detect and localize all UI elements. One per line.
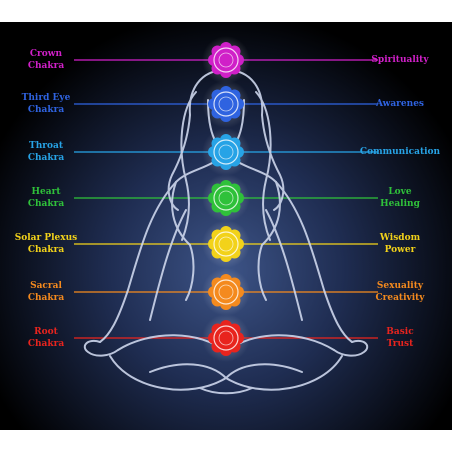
throat-chakra-symbol [202, 128, 250, 176]
root-chakra-symbol [202, 314, 250, 362]
root-right-text: Trust [386, 339, 414, 349]
throat-meaning-label: Communication [352, 146, 448, 158]
solar-plexus-right-text: Wisdom [379, 233, 421, 243]
heart-right-text: Love [388, 187, 412, 197]
third-eye-chakra-symbol [202, 80, 250, 128]
crown-left-text: Chakra [27, 61, 65, 71]
solar-plexus-chakra-symbol [202, 220, 250, 268]
third-eye-right-text: Awarenes [375, 99, 424, 109]
solar-plexus-left-text: Solar Plexus [14, 233, 78, 243]
root-right-text: Basic [386, 327, 414, 337]
heart-right-text: Healing [380, 199, 420, 209]
heart-chakra-symbol [202, 174, 250, 222]
third-eye-meaning-label: Awarenes [352, 98, 448, 110]
throat-left-text: Throat [29, 141, 63, 151]
crown-left-text: Crown [29, 49, 63, 59]
crown-chakra-symbol [202, 36, 250, 84]
meditating-figure-outline [83, 69, 369, 395]
crown-right-text: Spirituality [371, 55, 429, 65]
sacral-right-text: Creativity [375, 293, 425, 303]
third-eye-left-text: Third Eye [21, 93, 71, 103]
solar-plexus-left-text: Chakra [27, 245, 65, 255]
throat-right-text: Communication [359, 147, 441, 157]
root-left-text: Chakra [27, 339, 65, 349]
crown-meaning-label: Spirituality [352, 54, 448, 66]
sacral-left-text: Chakra [27, 293, 65, 303]
throat-left-text: Chakra [27, 153, 65, 163]
sacral-chakra-symbol [202, 268, 250, 316]
sacral-right-text: Sexuality [376, 281, 424, 291]
heart-left-text: Heart [31, 187, 61, 197]
root-left-text: Root [34, 327, 58, 337]
solar-plexus-right-text: Power [384, 245, 416, 255]
third-eye-left-text: Chakra [27, 105, 65, 115]
heart-left-text: Chakra [27, 199, 65, 209]
sacral-left-text: Sacral [30, 281, 62, 291]
